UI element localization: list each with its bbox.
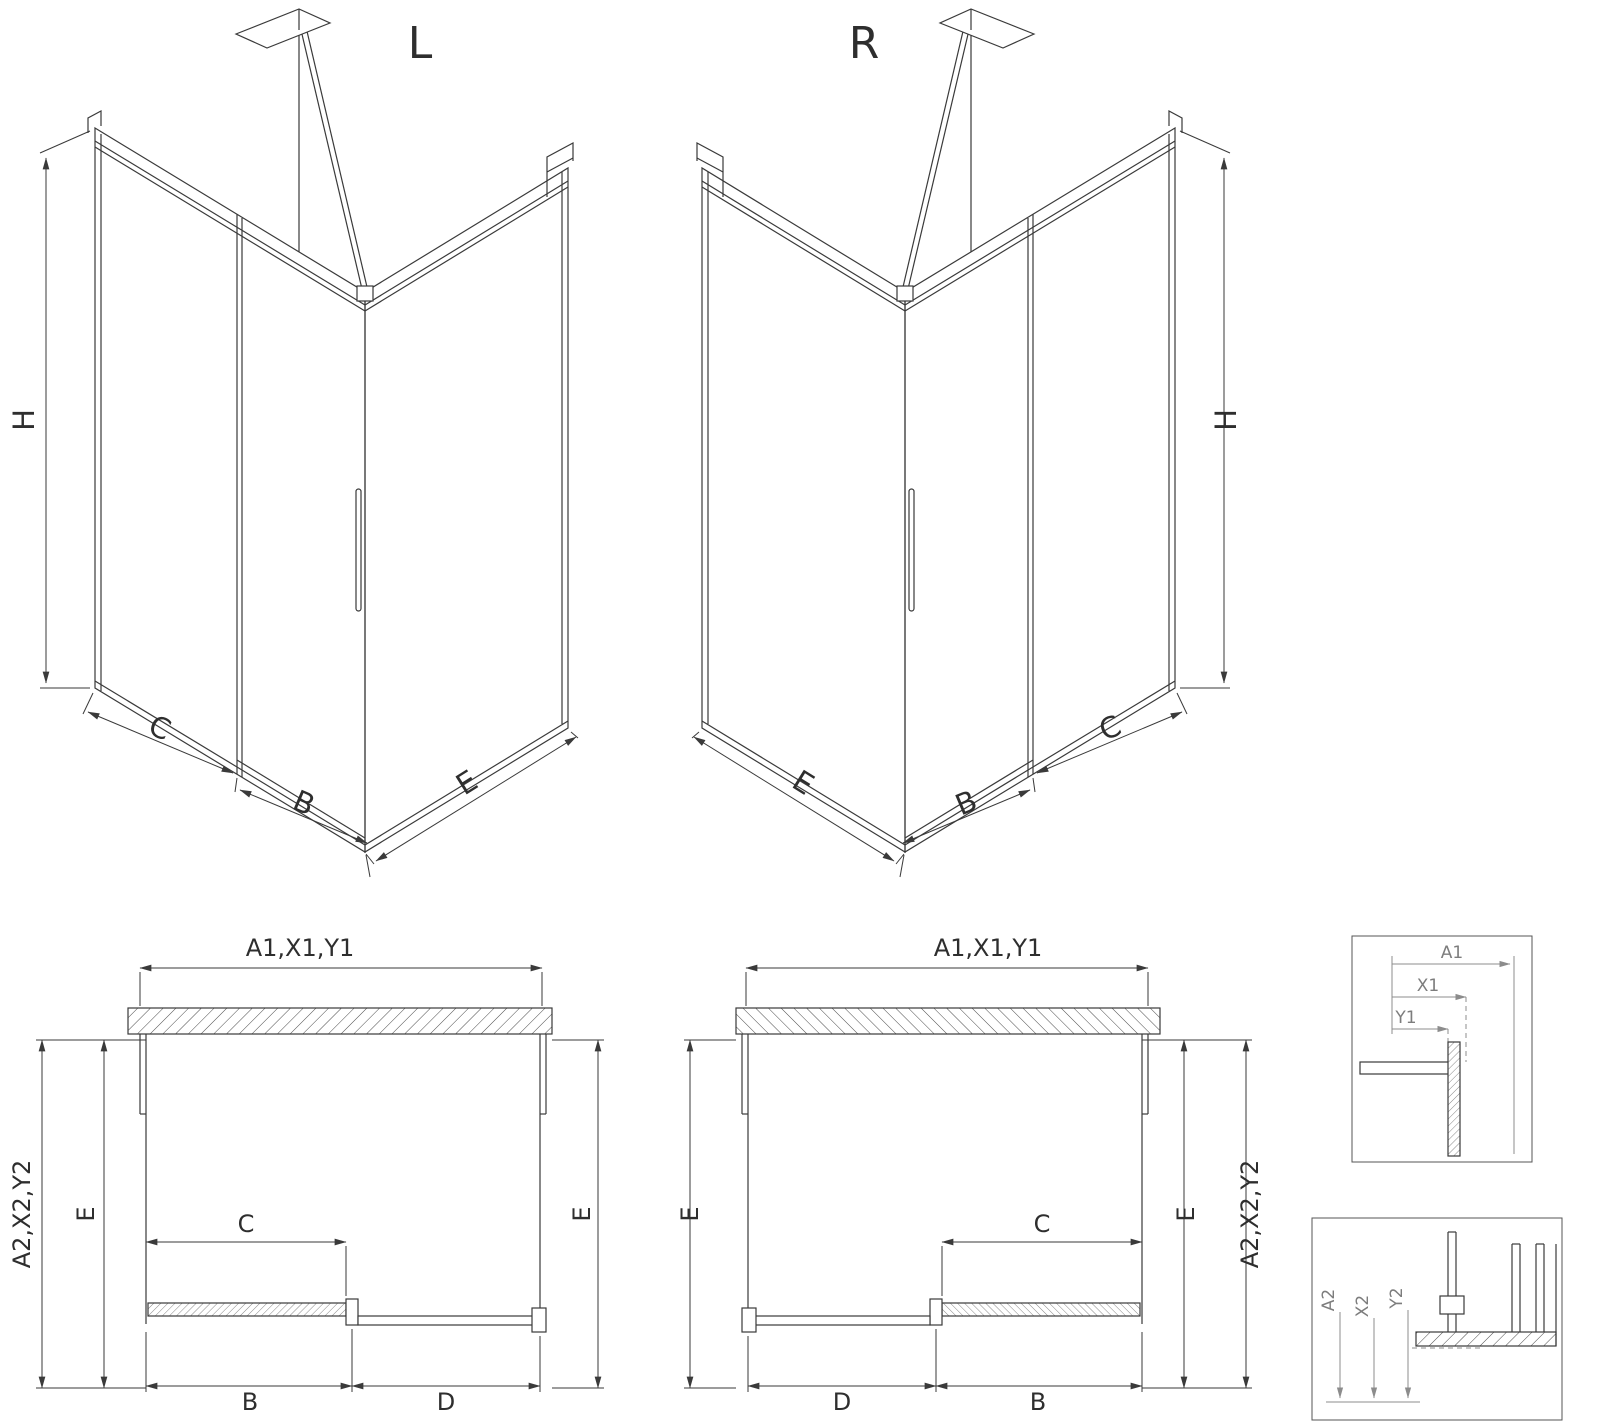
iso-left-dim-b-label: B bbox=[288, 783, 320, 822]
plan-center-dim-b-label: B bbox=[1030, 1388, 1046, 1416]
detail-top-box bbox=[1351, 935, 1533, 1163]
detail-bottom-a2-label: A2 bbox=[1319, 1289, 1339, 1311]
iso-left-view bbox=[40, 9, 578, 877]
detail-bottom-dim-lines bbox=[1326, 1310, 1484, 1403]
plan-left-dim-top-label: A1,X1,Y1 bbox=[246, 934, 355, 962]
plan-left-dim-e-left-label: E bbox=[72, 1206, 100, 1221]
plan-center-view bbox=[684, 968, 1252, 1392]
iso-right-variant-label: R bbox=[849, 18, 880, 69]
detail-bottom-box bbox=[1311, 1217, 1563, 1421]
detail-top-a1-label: A1 bbox=[1441, 943, 1463, 963]
plan-center-dim-top-label: A1,X1,Y1 bbox=[934, 934, 1043, 962]
plan-left-dim-c-label: C bbox=[238, 1210, 255, 1238]
plan-left-geometry bbox=[36, 968, 604, 1392]
iso-right-dim-b-label: B bbox=[950, 783, 982, 822]
iso-left-geometry bbox=[40, 9, 578, 877]
plan-left-dim-d-label: D bbox=[437, 1388, 455, 1416]
plan-center-dim-d-label: D bbox=[833, 1388, 851, 1416]
detail-top-frame bbox=[1351, 935, 1533, 1163]
iso-right-dim-h-label: H bbox=[1209, 409, 1243, 431]
detail-bottom-y2-label: Y2 bbox=[1387, 1287, 1407, 1309]
iso-right-geometry bbox=[692, 9, 1230, 877]
detail-bottom-frame bbox=[1311, 1217, 1563, 1421]
detail-top-dim-lines bbox=[1391, 956, 1515, 1154]
detail-top-y1-label: Y1 bbox=[1394, 1008, 1416, 1028]
plan-center-dim-e-right-label: E bbox=[1172, 1206, 1200, 1221]
detail-bottom-x2-label: X2 bbox=[1353, 1295, 1373, 1317]
iso-left-variant-label: L bbox=[408, 18, 433, 69]
detail-bottom-profile bbox=[1415, 1231, 1557, 1347]
plan-center-dim-outer-label: A2,X2,Y2 bbox=[1236, 1160, 1264, 1269]
iso-right-view bbox=[692, 9, 1230, 877]
iso-right-dim-e-label: E bbox=[787, 763, 821, 802]
plan-left-view bbox=[36, 968, 604, 1392]
plan-center-dim-e-left-label: E bbox=[676, 1206, 704, 1221]
plan-center-geometry bbox=[684, 968, 1252, 1392]
labels: L H C B E R H C B E A1,X1,Y1 A2,X2,Y2 E … bbox=[7, 18, 1463, 1416]
plan-center-dim-c-label: C bbox=[1034, 1210, 1051, 1238]
iso-left-dim-h-label: H bbox=[7, 409, 41, 431]
detail-top-x1-label: X1 bbox=[1417, 976, 1439, 996]
detail-top-profile bbox=[1359, 1041, 1461, 1157]
plan-left-dim-b-label: B bbox=[242, 1388, 258, 1416]
plan-left-dim-e-right-label: E bbox=[568, 1206, 596, 1221]
plan-left-dim-outer-label: A2,X2,Y2 bbox=[8, 1160, 36, 1269]
